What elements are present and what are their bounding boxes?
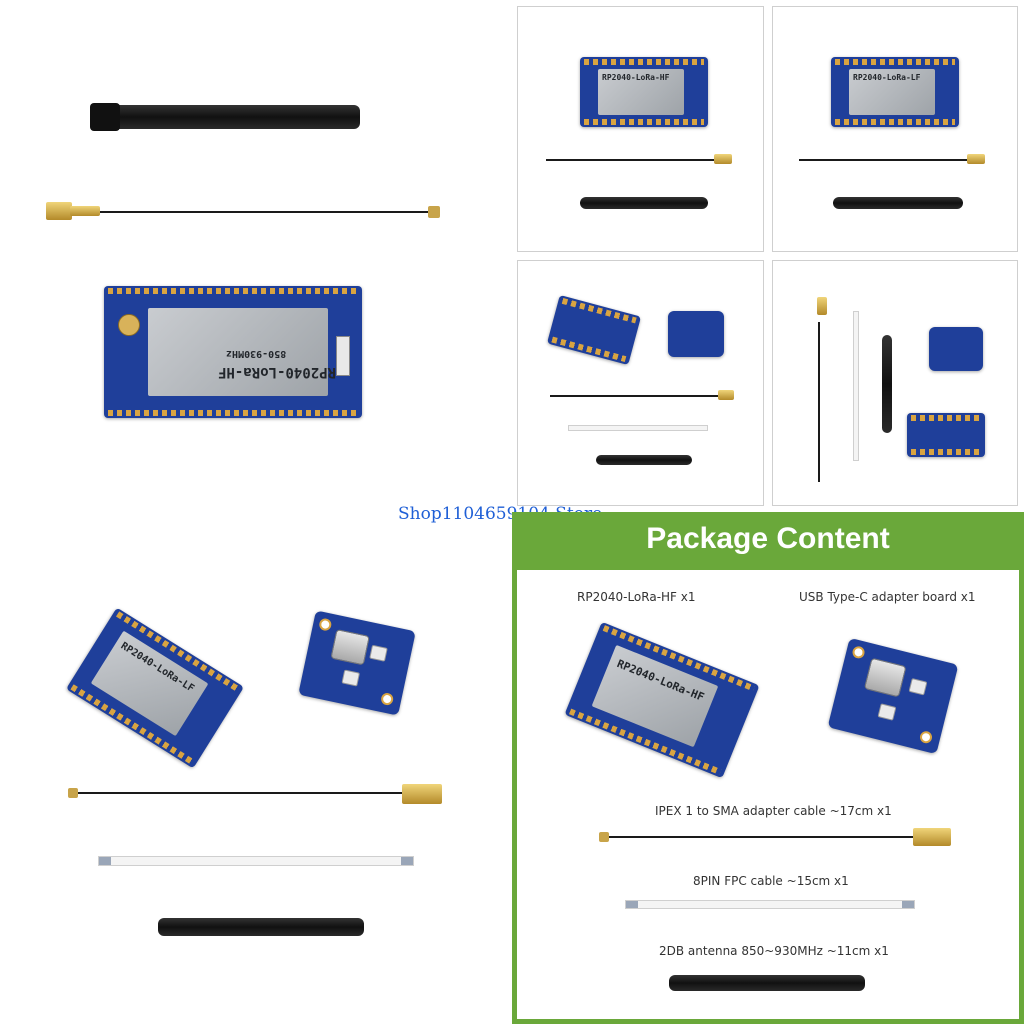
panel-grid-1: RP2040-LoRa-HF — [517, 6, 764, 252]
package-antenna-image — [669, 975, 865, 991]
mini-board-name: RP2040-LoRa-HF — [602, 73, 670, 82]
usb-type-c-adapter-board — [298, 610, 416, 716]
panel-grid-2: RP2040-LoRa-LF — [772, 6, 1018, 252]
fpc-connector — [336, 336, 350, 376]
mini-lf-board-name: RP2040-LoRa-LF — [853, 73, 921, 82]
item-label-antenna: 2DB antenna 850~930MHz ~11cm x1 — [659, 944, 889, 958]
package-content-panel: Package Content RP2040-LoRa-HF x1 USB Ty… — [512, 512, 1024, 1024]
package-title: Package Content — [646, 522, 890, 555]
panel-bottom-left: RP2040-LoRa-LF — [0, 512, 512, 1024]
rp2040-lora-lf-board: RP2040-LoRa-LF — [65, 607, 245, 769]
item-label-fpc: 8PIN FPC cable ~15cm x1 — [693, 874, 849, 888]
board-freq-label: 850-930MHz — [226, 348, 287, 359]
lf-board-name: RP2040-LoRa-LF — [118, 640, 196, 695]
item-label-cable: IPEX 1 to SMA adapter cable ~17cm x1 — [655, 804, 892, 818]
package-board-image: RP2040-LoRa-HF — [564, 621, 760, 779]
fpc-cable — [98, 856, 414, 866]
rp2040-lora-hf-board: RP2040-LoRa-HF 850-930MHz — [104, 286, 362, 418]
panel-grid-3 — [517, 260, 764, 506]
panel-grid-4 — [772, 260, 1018, 506]
package-inner: RP2040-LoRa-HF x1 USB Type-C adapter boa… — [517, 570, 1019, 1019]
ufl-connector — [118, 314, 140, 336]
package-usb-board-image — [827, 637, 959, 755]
board-name-label: RP2040-LoRa-HF — [218, 364, 337, 380]
item-label-board: RP2040-LoRa-HF x1 — [577, 590, 696, 604]
rf-shield: RP2040-LoRa-HF 850-930MHz — [148, 308, 336, 396]
panel-top-left: RP2040-LoRa-HF 850-930MHz — [0, 0, 512, 512]
item-label-usb: USB Type-C adapter board x1 — [799, 590, 976, 604]
